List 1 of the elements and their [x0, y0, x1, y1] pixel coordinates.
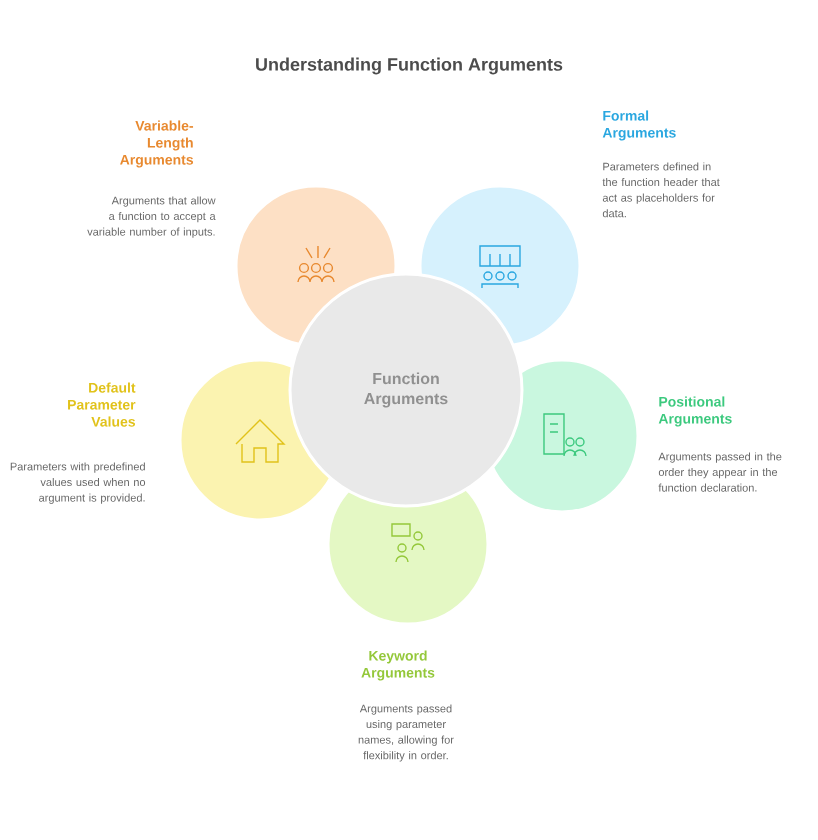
- title: Understanding Function Arguments: [256, 57, 563, 75]
